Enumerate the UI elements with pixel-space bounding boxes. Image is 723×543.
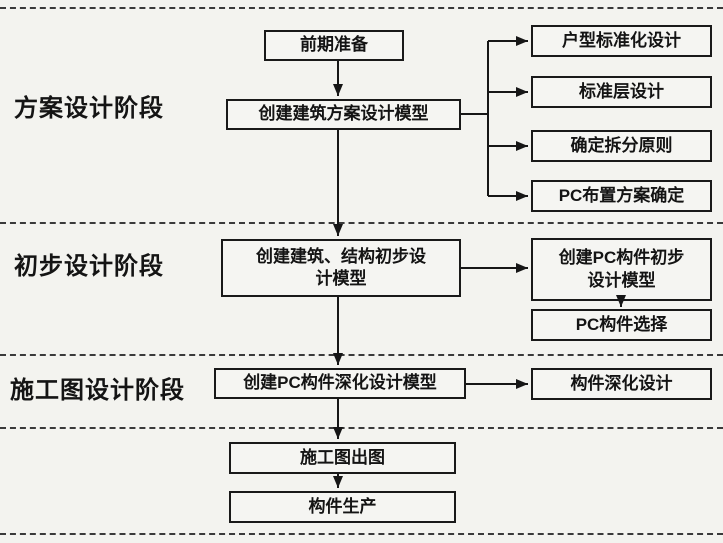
phase-label-preliminary-design: 初步设计阶段 bbox=[14, 253, 164, 280]
node-preliminary-design-model: 创建建筑、结构初步设 计模型 bbox=[221, 239, 461, 297]
separator-line-top bbox=[0, 7, 723, 9]
node-pc-component-selection: PC构件选择 bbox=[531, 309, 712, 341]
node-unit-type-standardization: 户型标准化设计 bbox=[531, 25, 712, 57]
separator-line-after-drawing bbox=[0, 427, 723, 429]
phase-label-scheme-design: 方案设计阶段 bbox=[14, 95, 164, 122]
node-pc-layout-plan: PC布置方案确定 bbox=[531, 180, 712, 212]
separator-line-after-prelim bbox=[0, 354, 723, 356]
node-component-production: 构件生产 bbox=[229, 491, 456, 523]
node-pc-preliminary-model: 创建PC构件初步 设计模型 bbox=[531, 238, 712, 301]
node-standard-floor-design: 标准层设计 bbox=[531, 76, 712, 108]
node-component-detailed-design: 构件深化设计 bbox=[531, 368, 712, 400]
separator-line-after-scheme bbox=[0, 222, 723, 224]
node-scheme-design-model: 创建建筑方案设计模型 bbox=[226, 99, 461, 130]
node-pc-detailed-design-model: 创建PC构件深化设计模型 bbox=[214, 368, 466, 399]
node-preparation: 前期准备 bbox=[264, 30, 404, 61]
separator-line-bottom bbox=[0, 533, 723, 535]
node-construction-drawing-output: 施工图出图 bbox=[229, 442, 456, 474]
phase-label-construction-design: 施工图设计阶段 bbox=[10, 377, 185, 404]
node-split-principle: 确定拆分原则 bbox=[531, 130, 712, 162]
